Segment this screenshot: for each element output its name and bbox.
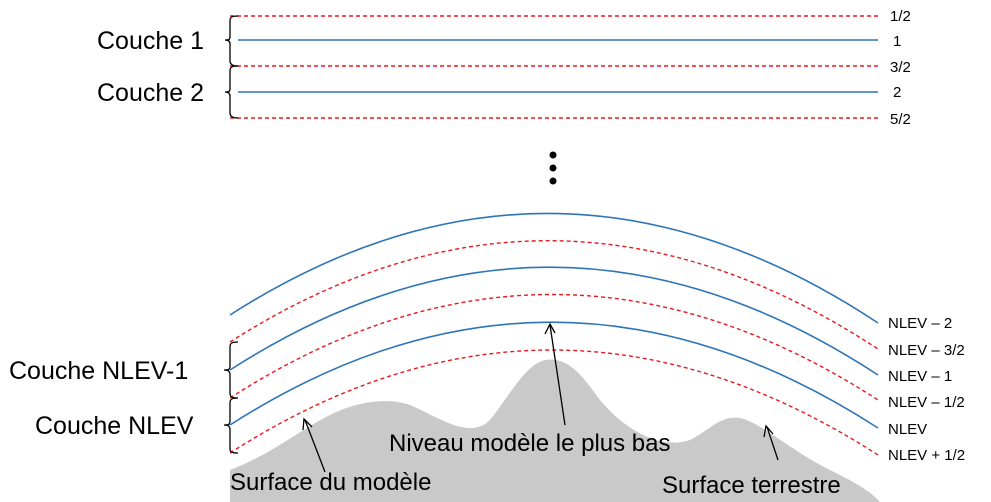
brace-couche-nlev <box>223 397 239 454</box>
level-label-nlev-minus-2: NLEV – 2 <box>888 315 952 332</box>
arrow-earth-surface <box>766 426 779 461</box>
arrow-lowest-level-head <box>544 322 556 335</box>
curve-level-nlev-minus-1-2 <box>229 293 879 401</box>
curve-level-nlev <box>229 321 879 429</box>
level-label-nlev-minus-3-2: NLEV – 3/2 <box>888 342 965 359</box>
level-label-nlev-minus-1-2: NLEV – 1/2 <box>888 394 965 411</box>
brace-couche-1 <box>224 15 239 67</box>
level-label-5-2: 5/2 <box>890 111 911 128</box>
ellipsis-dot-2 <box>549 164 557 172</box>
level-label-1-2: 1/2 <box>890 8 911 25</box>
level-label-nlev-minus-1: NLEV – 1 <box>888 368 952 385</box>
annotation-lowest-level: Niveau modèle le plus bas <box>389 430 671 457</box>
ellipsis-dot-1 <box>549 151 557 159</box>
curve-level-nlev-minus-3-2 <box>229 240 879 350</box>
arrow-model-surface <box>304 419 326 473</box>
terrain-shape <box>230 359 880 502</box>
brace-couche-2 <box>224 65 239 119</box>
arrow-lowest-level <box>549 324 566 426</box>
level-label-nlev: NLEV <box>888 421 927 438</box>
brace-couche-nlev-1 <box>223 341 239 399</box>
layer-label-couche-nlev-1: Couche NLEV-1 <box>9 357 188 385</box>
annotation-model-surface: Surface du modèle <box>230 469 431 496</box>
layer-label-couche-nlev: Couche NLEV <box>35 412 194 440</box>
ellipsis-dot-3 <box>549 177 557 185</box>
layer-label-couche-2: Couche 2 <box>97 79 204 107</box>
arrow-earth-surface-head <box>763 424 774 438</box>
curve-level-nlev-minus-2 <box>229 212 879 324</box>
layer-label-couche-1: Couche 1 <box>97 27 204 55</box>
curve-level-nlev-minus-1 <box>229 266 879 376</box>
arrow-model-surface-head <box>302 417 313 431</box>
level-label-nlev-plus-1-2: NLEV + 1/2 <box>888 447 965 464</box>
level-label-2: 2 <box>893 84 901 101</box>
annotation-earth-surface: Surface terrestre <box>662 472 841 499</box>
level-label-1: 1 <box>893 33 901 50</box>
level-label-3-2: 3/2 <box>890 59 911 76</box>
